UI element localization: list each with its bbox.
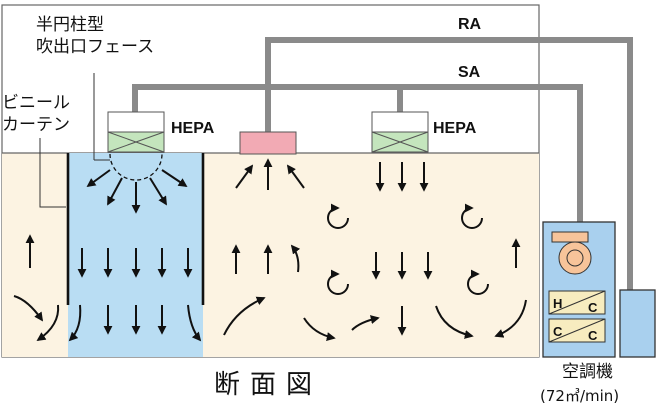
sa-duct [132, 84, 583, 222]
arrow-down-icon [161, 169, 188, 187]
arrow-up-icon [286, 164, 305, 189]
semicircular-face [109, 153, 163, 181]
arrow-down-icon [36, 304, 60, 342]
duct-label-sa: SA [458, 64, 481, 81]
hepa-label-left: HEPA [171, 120, 215, 137]
swirl-icon [461, 203, 483, 229]
arrow-down-icon [107, 177, 123, 206]
coil-label-c2: C [553, 324, 563, 339]
curtain-leader [39, 138, 66, 208]
hepa-label-right: HEPA [433, 120, 477, 137]
coil-label-c3: C [588, 328, 598, 343]
ac-name: 空調機 [562, 362, 613, 382]
arrow-down-icon [13, 295, 44, 322]
swirl-icon [327, 203, 349, 229]
duct-label-ra: RA [458, 16, 482, 33]
arrow-up-icon [223, 296, 266, 336]
arrow-down-icon [86, 169, 111, 188]
arrow-down-icon [303, 317, 336, 341]
arrow-down-icon [435, 305, 474, 339]
arrow-up-icon [351, 315, 380, 331]
coil-label-h: H [553, 296, 562, 311]
ra-grille [239, 131, 297, 155]
airflow-arrows [13, 158, 527, 342]
face-label: 半円柱型 吹出口フェース [36, 15, 155, 57]
swirl-icon [467, 269, 489, 295]
fan-icon [551, 231, 592, 275]
coil-label-c1: C [588, 300, 598, 315]
hepa-filter-icon [107, 111, 165, 153]
arrow-down-icon [68, 304, 82, 342]
arrow-down-icon [494, 299, 527, 338]
section-title: 断面図 [214, 370, 323, 400]
arrow-up-icon [290, 244, 301, 273]
hepa-filter-icon [371, 111, 429, 153]
arrow-down-icon [187, 304, 202, 342]
curtain-label: ビニール カーテン [2, 93, 70, 135]
heating-coil [548, 290, 606, 315]
swirl-icon [327, 269, 349, 295]
arrow-up-icon [235, 164, 254, 189]
air-conditioner [542, 221, 656, 358]
ac-capacity: (72㎥/min) [540, 387, 620, 405]
arrow-down-icon [149, 177, 167, 206]
cooling-coil [548, 318, 606, 343]
